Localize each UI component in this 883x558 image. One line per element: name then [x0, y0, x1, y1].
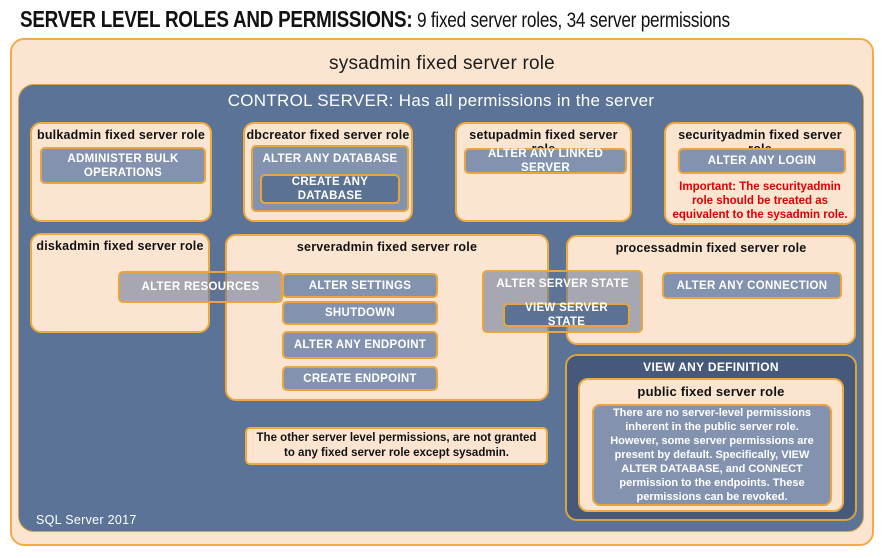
permission-alter-any-linked-server: ALTER ANY LINKED SERVER	[464, 148, 627, 174]
permission-administer-bulk-operations: ADMINISTER BULK OPERATIONS	[40, 147, 206, 184]
permission-create-any-database: CREATE ANY DATABASE	[260, 174, 400, 204]
view-any-definition-box: VIEW ANY DEFINITION public fixed server …	[565, 354, 857, 521]
diagram-headline: SERVER LEVEL ROLES AND PERMISSIONS: 9 fi…	[20, 6, 730, 33]
role-box-securityadmin: securityadmin fixed server role ALTER AN…	[664, 122, 856, 225]
sysadmin-role-label: sysadmin fixed server role	[329, 53, 555, 74]
role-box-public: public fixed server role There are no se…	[578, 378, 844, 512]
role-title-public: public fixed server role	[637, 384, 785, 399]
role-title-serveradmin: serveradmin fixed server role	[296, 240, 478, 254]
securityadmin-warning-text: Important: The securityadmin role should…	[672, 181, 848, 221]
permission-view-any-definition: VIEW ANY DEFINITION	[643, 360, 779, 374]
role-title-diskadmin: diskadmin fixed server role	[36, 239, 204, 253]
permission-alter-any-connection: ALTER ANY CONNECTION	[662, 272, 842, 299]
permission-view-server-state: VIEW SERVER STATE	[503, 302, 630, 328]
role-box-serveradmin: serveradmin fixed server role ALTER SETT…	[225, 234, 549, 401]
other-permissions-note: The other server level permissions, are …	[245, 427, 548, 465]
permission-alter-resources: ALTER RESOURCES	[118, 271, 283, 303]
control-server-label: CONTROL SERVER: Has all permissions in t…	[227, 91, 655, 110]
headline-main: SERVER LEVEL ROLES AND PERMISSIONS:	[20, 6, 413, 32]
permission-alter-any-login: ALTER ANY LOGIN	[678, 148, 846, 174]
permission-alter-settings: ALTER SETTINGS	[282, 273, 438, 298]
role-title-dbcreator: dbcreator fixed server role	[246, 128, 410, 142]
role-title-bulkadmin: bulkadmin fixed server role	[37, 128, 205, 142]
permission-alter-any-endpoint: ALTER ANY ENDPOINT	[282, 331, 438, 359]
permission-shutdown: SHUTDOWN	[282, 301, 438, 325]
role-box-setupadmin: setupadmin fixed server role ALTER ANY L…	[455, 122, 632, 222]
role-title-processadmin: processadmin fixed server role	[615, 241, 807, 255]
permission-create-endpoint: CREATE ENDPOINT	[282, 366, 438, 391]
sql-server-version-label: SQL Server 2017	[36, 513, 137, 527]
role-box-dbcreator: dbcreator fixed server role ALTER ANY DA…	[243, 122, 413, 222]
public-role-description: There are no server-level permissions in…	[592, 404, 832, 506]
role-box-bulkadmin: bulkadmin fixed server role ADMINISTER B…	[30, 122, 212, 222]
headline-subtitle: 9 fixed server roles, 34 server permissi…	[412, 9, 730, 32]
